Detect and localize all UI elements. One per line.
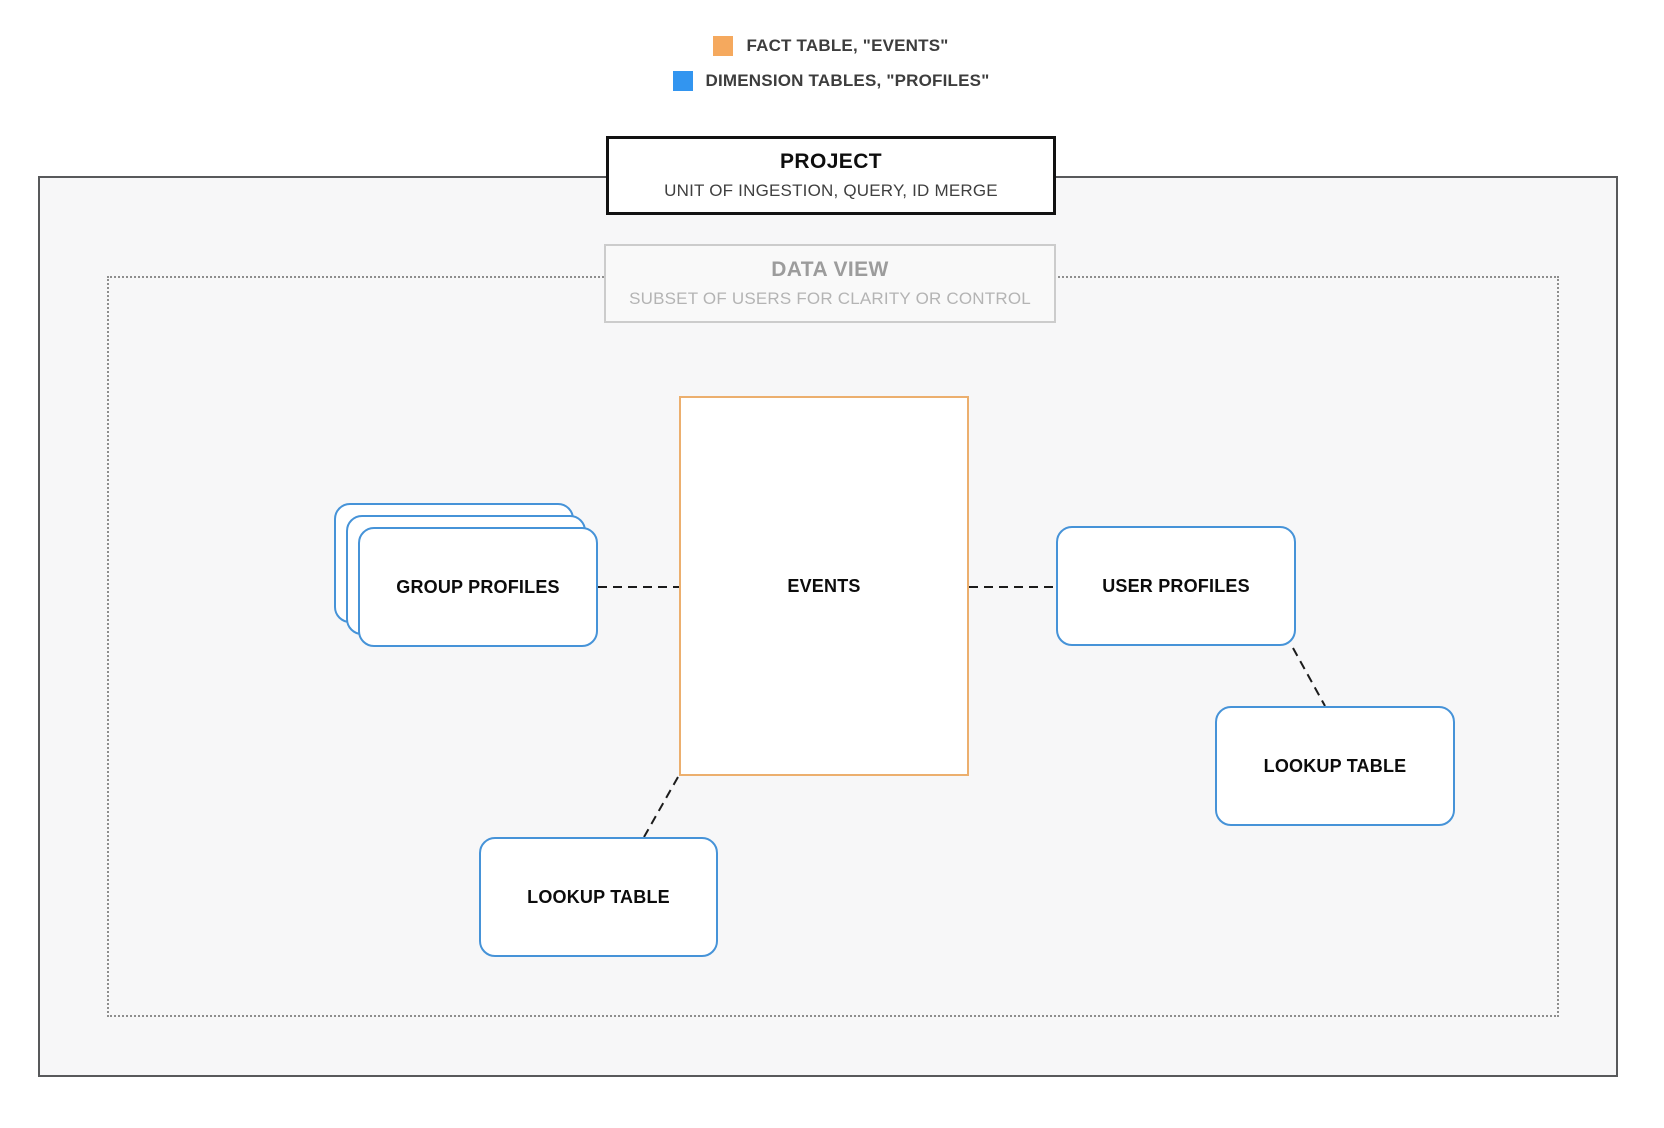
- node-lookup-table-right: LOOKUP TABLE: [1215, 706, 1455, 826]
- dimension-tables-swatch-icon: [672, 71, 693, 91]
- node-events: EVENTS: [679, 396, 969, 776]
- lookup-table-bottom-label: LOOKUP TABLE: [527, 886, 670, 907]
- events-label: EVENTS: [787, 575, 861, 596]
- project-title-box: PROJECT UNIT OF INGESTION, QUERY, ID MER…: [606, 136, 1056, 215]
- node-user-profiles: USER PROFILES: [1056, 526, 1296, 646]
- user-profiles-label: USER PROFILES: [1102, 575, 1250, 596]
- project-title: PROJECT: [780, 150, 882, 173]
- data-view-title-box: DATA VIEW SUBSET OF USERS FOR CLARITY OR…: [604, 244, 1056, 323]
- project-subtitle: UNIT OF INGESTION, QUERY, ID MERGE: [664, 181, 998, 200]
- data-view-subtitle: SUBSET OF USERS FOR CLARITY OR CONTROL: [629, 289, 1031, 308]
- legend-item-fact-table: FACT TABLE, "EVENTS": [713, 36, 948, 56]
- node-lookup-table-bottom: LOOKUP TABLE: [479, 837, 718, 957]
- lookup-table-right-label: LOOKUP TABLE: [1263, 755, 1407, 776]
- group-profiles-label: GROUP PROFILES: [396, 576, 560, 597]
- legend: FACT TABLE, "EVENTS" DIMENSION TABLES, "…: [606, 36, 1056, 91]
- data-view-title: DATA VIEW: [771, 258, 889, 281]
- fact-table-swatch-icon: [713, 36, 734, 56]
- legend-item-dimension-tables: DIMENSION TABLES, "PROFILES": [672, 71, 990, 91]
- legend-label-dimension-tables: DIMENSION TABLES, "PROFILES": [705, 71, 990, 90]
- legend-label-fact-table: FACT TABLE, "EVENTS": [746, 36, 949, 55]
- node-group-profiles: GROUP PROFILES: [358, 527, 598, 647]
